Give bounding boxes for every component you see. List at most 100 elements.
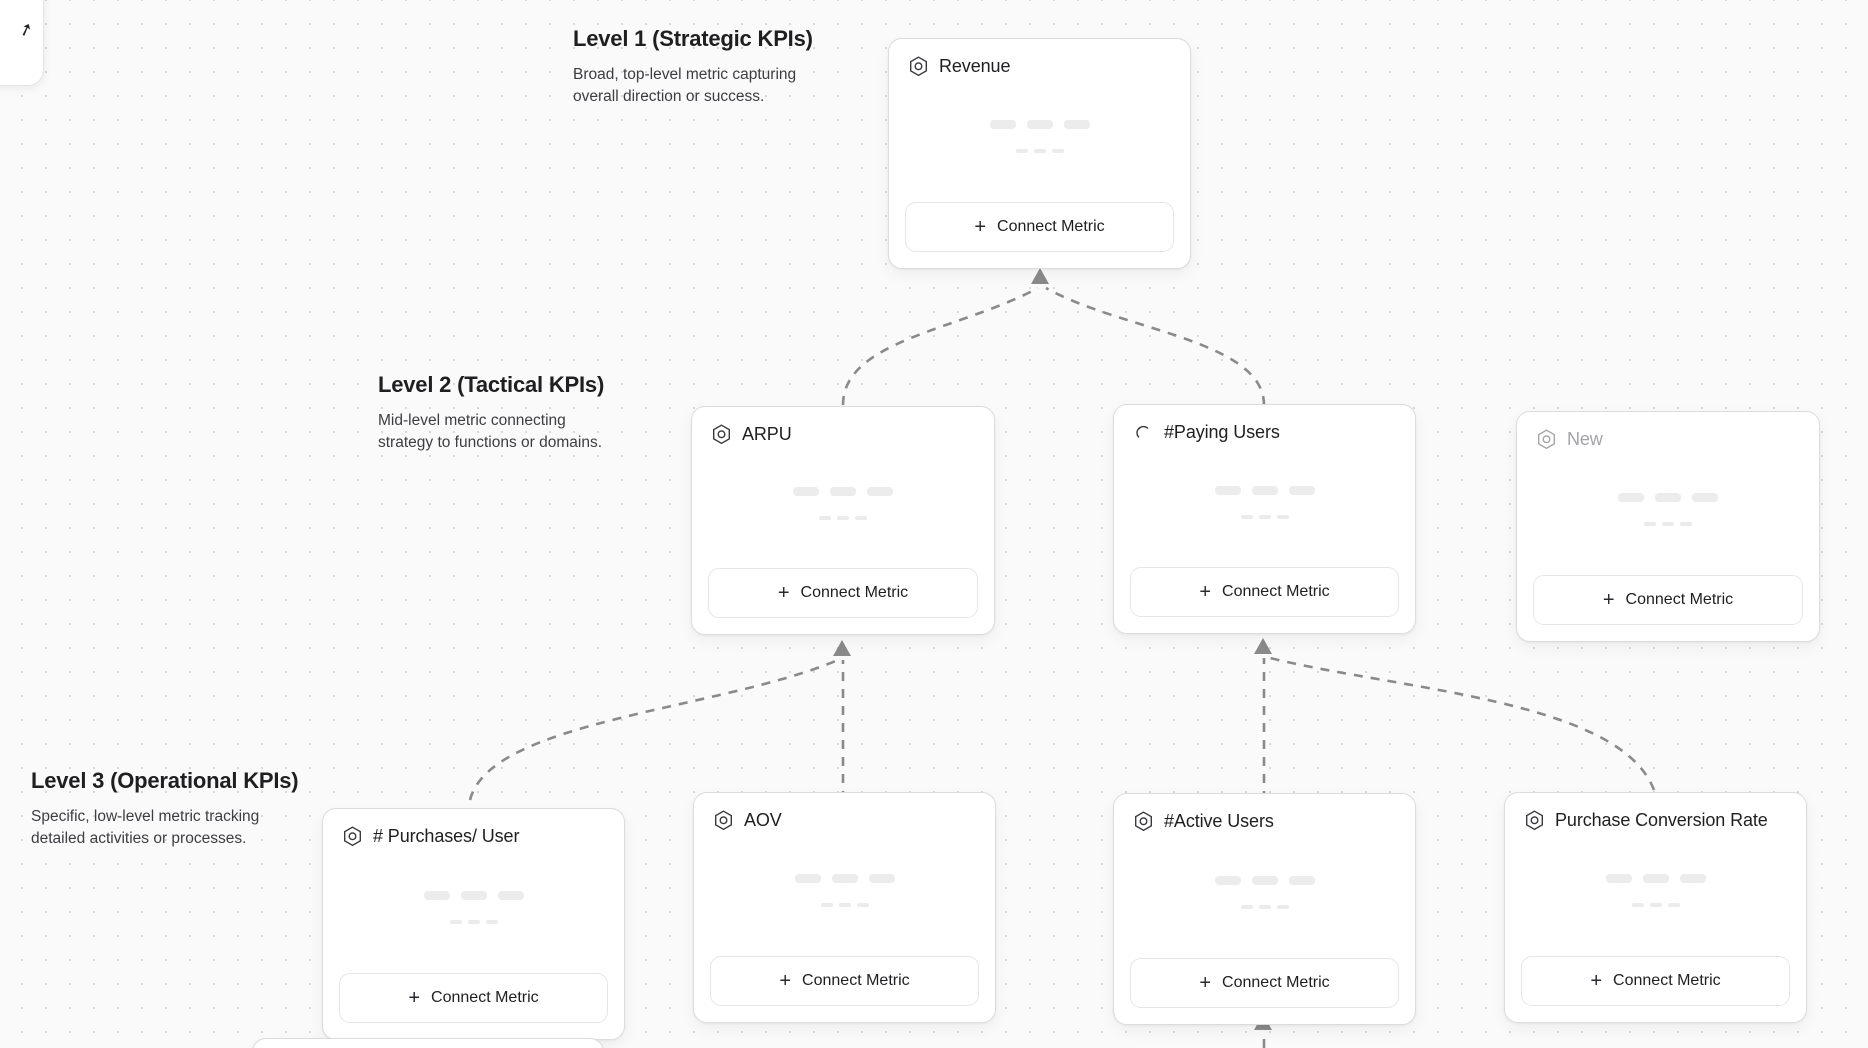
metric-card-aov[interactable]: AOV + Connect Metric [693, 792, 996, 1023]
connect-metric-button[interactable]: + Connect Metric [1533, 575, 1803, 625]
hexagon-target-icon [1538, 429, 1555, 450]
metric-card-new[interactable]: New + Connect Metric [1516, 411, 1820, 642]
card-header: # Purchases/ User [323, 809, 624, 847]
skeleton-bar [1214, 875, 1241, 885]
cursor-pointer-icon[interactable]: ➚ [15, 18, 36, 41]
skeleton-row-secondary [820, 903, 869, 907]
skeleton-bar-small [1276, 904, 1289, 909]
card-skeleton-body [1505, 831, 1806, 956]
card-title: Purchase Conversion Rate [1555, 810, 1768, 830]
connect-metric-label: Connect Metric [1625, 591, 1734, 608]
metric-card-active-users[interactable]: #Active Users + Connect Metric [1113, 793, 1416, 1025]
skeleton-bar [1655, 493, 1681, 502]
skeleton-bar-small [1649, 903, 1662, 907]
card-skeleton-body [323, 847, 624, 973]
skeleton-bar [1679, 874, 1706, 883]
skeleton-bar [460, 890, 487, 900]
plus-icon: + [408, 987, 421, 1009]
skeleton-bar [1214, 485, 1241, 495]
skeleton-bar [867, 487, 893, 496]
connect-metric-label: Connect Metric [997, 218, 1105, 235]
connect-metric-button[interactable]: + Connect Metric [905, 202, 1174, 252]
connect-metric-button[interactable]: + Connect Metric [1130, 958, 1399, 1008]
connect-metric-label: Connect Metric [1222, 583, 1330, 600]
skeleton-bar-small [1258, 904, 1271, 909]
skeleton-row-secondary [1015, 149, 1064, 153]
skeleton-row-secondary [1631, 903, 1680, 907]
connect-metric-label: Connect Metric [1613, 972, 1721, 989]
connect-metric-label: Connect Metric [431, 989, 539, 1006]
skeleton-bar-small [838, 903, 851, 907]
level-3-label-block: Level 3 (Operational KPIs) Specific, low… [31, 768, 299, 851]
hexagon-target-icon [344, 826, 361, 847]
level-2-description: Mid-level metric connecting strategy to … [378, 412, 603, 452]
skeleton-bar [1026, 120, 1053, 129]
card-header: AOV [694, 793, 995, 831]
hexagon-target-icon [713, 424, 730, 445]
skeleton-bar [793, 487, 819, 496]
card-header: ARPU [692, 407, 994, 445]
skeleton-row-primary [793, 487, 893, 496]
skeleton-row-primary [423, 890, 524, 900]
connect-metric-label: Connect Metric [802, 972, 910, 989]
skeleton-bar-small [449, 919, 462, 924]
skeleton-bar-small [855, 516, 867, 520]
skeleton-bar-small [1644, 522, 1656, 526]
skeleton-row-secondary [1240, 514, 1289, 519]
floating-toolbar-panel[interactable]: ➚ [0, 0, 44, 86]
level-1-description: Broad, top-level metric capturing overal… [573, 66, 797, 106]
skeleton-bar [831, 874, 858, 883]
card-title: #Active Users [1164, 811, 1274, 831]
metric-card-offscreen-bottom[interactable] [252, 1038, 604, 1048]
card-skeleton-body [692, 445, 994, 568]
skeleton-row-secondary [1240, 904, 1289, 909]
skeleton-bar-small [1240, 904, 1253, 909]
plus-icon: + [1590, 970, 1603, 992]
skeleton-row-primary [794, 874, 895, 883]
card-skeleton-body [1517, 450, 1819, 575]
plus-icon: + [974, 216, 987, 238]
card-skeleton-body [1114, 832, 1415, 958]
metric-card-purchases-per-user[interactable]: # Purchases/ User + Connect Metric [322, 808, 625, 1040]
card-title: #Paying Users [1164, 422, 1280, 442]
skeleton-bar-small [485, 919, 498, 924]
plus-icon: + [1199, 972, 1212, 994]
metric-card-revenue[interactable]: Revenue + Connect Metric [888, 38, 1191, 269]
plus-icon: + [1602, 589, 1615, 611]
card-header: #Active Users [1114, 794, 1415, 832]
plus-icon: + [779, 970, 792, 992]
hexagon-target-icon [1526, 810, 1543, 831]
connect-metric-label: Connect Metric [800, 584, 909, 601]
card-header: Purchase Conversion Rate [1505, 793, 1806, 831]
skeleton-bar [868, 874, 895, 883]
connect-metric-button[interactable]: + Connect Metric [1130, 567, 1399, 617]
skeleton-row-secondary [1644, 522, 1692, 526]
metric-card-paying-users[interactable]: #Paying Users + Connect Metric [1113, 404, 1416, 634]
card-title: Revenue [939, 56, 1011, 76]
loading-spinner-icon [1136, 425, 1149, 438]
skeleton-row-secondary [449, 919, 498, 924]
skeleton-bar-small [1015, 149, 1028, 153]
skeleton-bar [1642, 874, 1669, 883]
level-3-description: Specific, low-level metric tracking deta… [31, 808, 260, 848]
skeleton-bar-small [1276, 514, 1289, 519]
connect-metric-button[interactable]: + Connect Metric [708, 568, 978, 618]
skeleton-row-primary [1618, 493, 1718, 502]
skeleton-bar [1251, 485, 1278, 495]
skeleton-bar-small [1667, 903, 1680, 907]
level-3-title: Level 3 (Operational KPIs) [31, 768, 299, 793]
skeleton-bar-small [467, 919, 480, 924]
card-header: Revenue [889, 39, 1190, 77]
skeleton-bar-small [1240, 514, 1253, 519]
skeleton-bar [1288, 875, 1315, 885]
connect-metric-button[interactable]: + Connect Metric [710, 956, 979, 1006]
metric-card-purchase-conversion-rate[interactable]: Purchase Conversion Rate + Connect Metri… [1504, 792, 1807, 1023]
card-header: #Paying Users [1114, 405, 1415, 443]
skeleton-bar [497, 890, 524, 900]
skeleton-bar-small [1033, 149, 1046, 153]
skeleton-bar [1692, 493, 1718, 502]
connect-metric-button[interactable]: + Connect Metric [1521, 956, 1790, 1006]
connect-metric-button[interactable]: + Connect Metric [339, 973, 608, 1023]
card-skeleton-body [1114, 443, 1415, 567]
metric-card-arpu[interactable]: ARPU + Connect Metric [691, 406, 995, 635]
